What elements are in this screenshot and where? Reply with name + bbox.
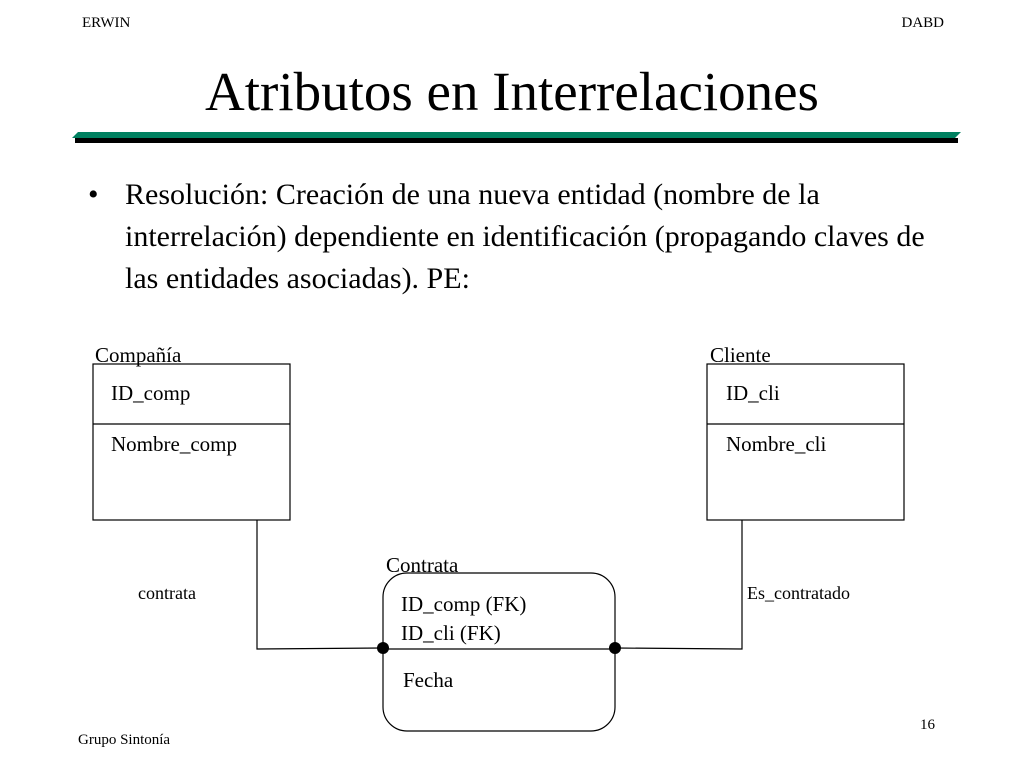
relationship-line-contrata — [256, 520, 384, 650]
entity-compania-name: Compañía — [95, 343, 182, 367]
page-number: 16 — [920, 717, 935, 733]
entity-compania-attr: Nombre_comp — [111, 432, 237, 456]
footer-left-label: Grupo Sintonía — [78, 732, 171, 748]
title-rule-dark — [75, 138, 958, 143]
entity-compania-key: ID_comp — [111, 381, 191, 405]
relationship-end-dot-left — [377, 642, 389, 654]
entity-contrata-name: Contrata — [386, 553, 459, 577]
slide-title: Atributos en Interrelaciones — [205, 61, 819, 122]
entity-cliente-name: Cliente — [710, 343, 771, 367]
header-right-label: DABD — [901, 15, 944, 31]
bullet-marker: • — [88, 178, 99, 211]
header-left-label: ERWIN — [82, 15, 131, 31]
entity-contrata-attr: Fecha — [403, 668, 454, 692]
entity-cliente-box — [706, 363, 905, 521]
relationship-end-dot-right — [609, 642, 621, 654]
entity-cliente-key: ID_cli — [726, 381, 780, 405]
relationship-label-es-contratado: Es_contratado — [747, 583, 850, 603]
relationship-label-contrata: contrata — [138, 583, 196, 603]
entity-contrata-key-1: ID_comp (FK) — [401, 592, 527, 616]
bullet-text: Resolución: Creación de una nueva entida… — [125, 178, 925, 295]
relationship-line-es-contratado — [614, 520, 743, 650]
entity-cliente-attr: Nombre_cli — [726, 432, 827, 456]
entity-contrata-key-2: ID_cli (FK) — [401, 621, 501, 645]
entity-compania-box — [92, 363, 291, 521]
